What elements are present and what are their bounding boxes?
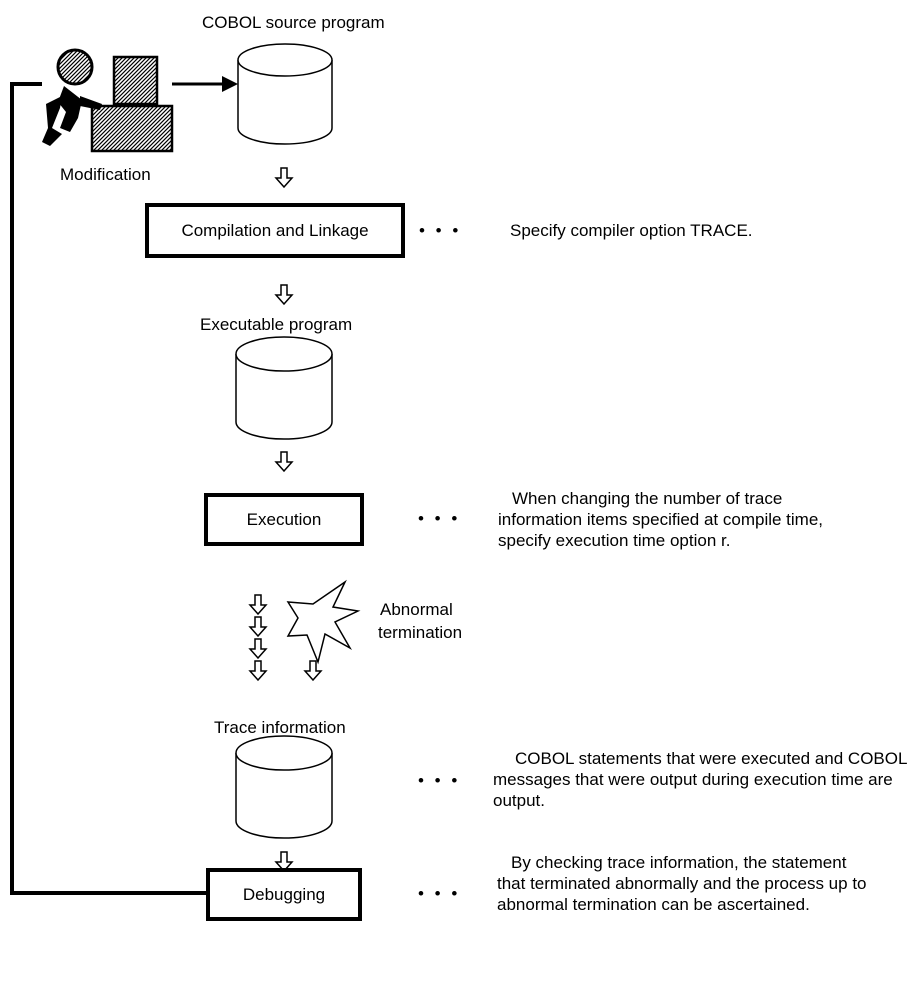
modification-label: Modification xyxy=(60,165,151,184)
compile-note: Specify compiler option TRACE. xyxy=(510,221,753,240)
source-program-label: COBOL source program xyxy=(202,13,385,32)
executable-program-cylinder xyxy=(235,336,333,440)
source-program-cylinder xyxy=(237,43,333,145)
feedback-loop-line xyxy=(10,82,210,895)
down-arrow-icon xyxy=(275,167,293,188)
down-arrow-icon xyxy=(275,284,293,305)
execution-box: Execution xyxy=(204,493,364,546)
down-arrow-icon xyxy=(249,616,267,637)
down-arrow-icon xyxy=(304,660,322,681)
execution-ellipsis: • • • xyxy=(418,509,461,528)
abnormal-label: Abnormal xyxy=(380,600,453,619)
executable-program-label: Executable program xyxy=(200,315,353,334)
down-arrow-icon xyxy=(249,594,267,615)
trace-information-label: Trace information xyxy=(214,718,346,737)
person-at-computer-icon xyxy=(42,48,174,153)
down-arrow-icon xyxy=(249,660,267,681)
debugging-ellipsis: • • • xyxy=(418,884,461,903)
execution-note: When changing the number of trace inform… xyxy=(498,489,824,550)
down-arrow-icon xyxy=(249,638,267,659)
trace-information-cylinder xyxy=(235,735,333,839)
compile-and-link-box: Compilation and Linkage xyxy=(145,203,405,258)
debugging-note: By checking trace information, the state… xyxy=(497,853,867,914)
debugging-box: Debugging xyxy=(206,868,362,921)
abnormal-termination-star-icon xyxy=(286,579,361,665)
down-arrow-icon xyxy=(275,451,293,472)
trace-ellipsis: • • • xyxy=(418,771,461,790)
trace-note: COBOL statements that were executed and … xyxy=(493,749,907,810)
compile-ellipsis: • • • xyxy=(419,221,462,240)
termination-label: termination xyxy=(378,623,463,642)
submit-arrow-head xyxy=(222,76,238,92)
